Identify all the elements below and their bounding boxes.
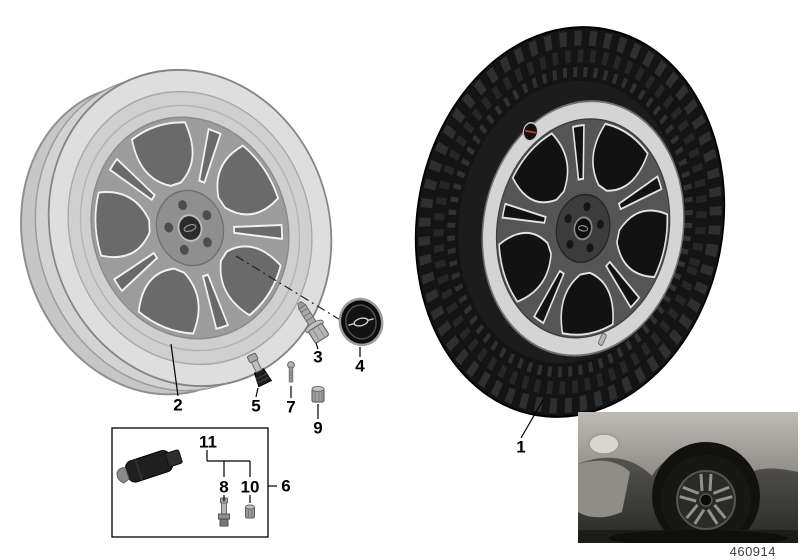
callout-11[interactable]: 11 [199,432,217,452]
callout-4[interactable]: 4 [355,356,365,376]
callout-1[interactable]: 1 [516,437,526,457]
callout-8[interactable]: 8 [219,477,229,497]
part-7-valve-insert-illustration[interactable] [287,361,295,383]
rim-flange-line [79,104,301,352]
leader-line-3 [315,342,319,350]
valve-on-wheel [598,332,607,346]
photo-front-bumper [578,460,630,518]
photo-wheel [661,455,751,545]
mini-logo-icon [348,317,374,327]
callout-6[interactable]: 6 [281,476,291,496]
mini-logo-icon [183,223,197,233]
callout-7[interactable]: 7 [286,397,296,417]
part-10-nut-illustration[interactable] [245,504,255,519]
tpms-sensor-illustration[interactable] [114,446,184,487]
jcw-badge-icon [522,122,539,142]
leader-line-1 [520,399,544,439]
leader-line-11-fork [206,450,251,503]
lug-holes [164,200,212,255]
part-4-hub-cap-illustration[interactable] [335,295,387,350]
kit-box [111,427,269,538]
part-3-wheel-bolt-illustration[interactable] [291,297,331,344]
leader-line-2 [170,343,179,397]
leader-lines [170,342,544,503]
part-8-valve-illustration[interactable] [218,497,230,527]
callout-10[interactable]: 10 [240,477,260,497]
mini-logo-icon [578,225,589,232]
callout-2[interactable]: 2 [173,395,183,415]
photo-ground [578,530,798,543]
part-9-valve-cap-illustration[interactable] [311,386,325,403]
photo-headlight [588,433,620,455]
vehicle-photo [578,412,798,550]
vehicle-photo-inset [578,412,798,550]
tread-ring-2 [433,49,707,395]
leader-line-5 [255,387,259,398]
part-5-valve-illustration[interactable] [245,352,273,388]
diagram-doc-number: 460914 [729,544,776,559]
axis-line [235,255,351,327]
callout-5[interactable]: 5 [251,396,261,416]
part-1-wheel-tire-illustration[interactable] [385,2,754,441]
tread-ring-3 [447,66,693,378]
callout-9[interactable]: 9 [313,418,323,438]
callout-3[interactable]: 3 [313,347,323,367]
center-cap [177,214,203,242]
part-2-alloy-wheel-illustration[interactable] [0,33,372,432]
tread-ring-1 [418,30,722,414]
center-cap [573,216,593,241]
lug-holes [564,202,604,253]
photo-shadow [608,530,788,546]
